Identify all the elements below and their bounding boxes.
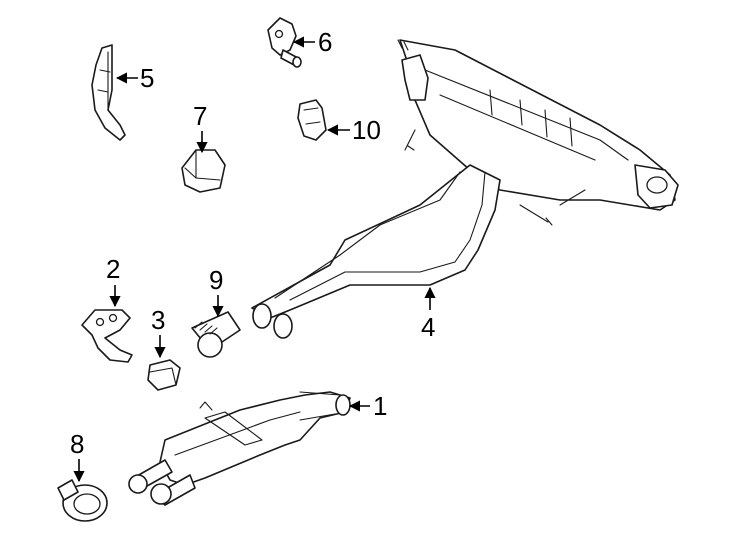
callout-6-label: 6 <box>318 27 332 57</box>
callout-8: 8 <box>70 429 85 483</box>
callout-10-label: 10 <box>352 115 381 145</box>
callout-6: 6 <box>292 27 332 57</box>
callout-10: 10 <box>326 115 381 145</box>
callout-7-label: 7 <box>193 101 207 131</box>
callout-1-label: 1 <box>373 391 387 421</box>
part-4-rear-muffler-assembly <box>251 39 679 339</box>
part-3-insulator <box>147 359 181 391</box>
part-10-bracket <box>297 99 327 141</box>
callout-5: 5 <box>115 63 154 93</box>
part-8-clamp <box>57 479 108 522</box>
part-9-exhaust-tip <box>191 311 241 358</box>
part-1-center-muffler <box>128 391 351 506</box>
callout-9-label: 9 <box>209 265 223 295</box>
callout-7: 7 <box>193 101 208 154</box>
callout-2: 2 <box>106 254 121 308</box>
part-7-insulator <box>181 149 226 193</box>
callout-5-label: 5 <box>140 63 154 93</box>
callout-3-label: 3 <box>151 305 165 335</box>
part-5-hanger-bracket <box>91 44 126 141</box>
callout-3: 3 <box>151 305 166 359</box>
callout-4: 4 <box>421 286 436 342</box>
callout-4-label: 4 <box>421 312 435 342</box>
callout-9: 9 <box>209 265 224 318</box>
callout-8-label: 8 <box>70 429 84 459</box>
callout-2-label: 2 <box>106 254 120 284</box>
part-2-bracket <box>81 309 133 363</box>
callout-1: 1 <box>348 391 387 421</box>
